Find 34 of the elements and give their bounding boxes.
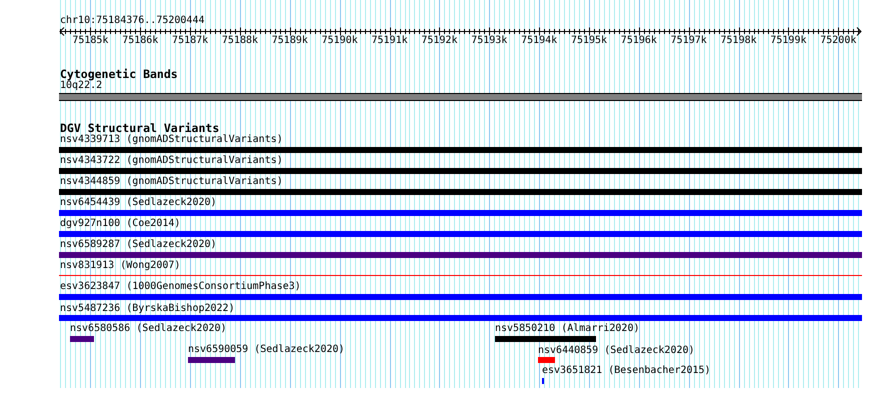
region-title: chr10:75184376..75200444 xyxy=(60,15,204,27)
cytoband-label: 10q22.2 xyxy=(60,80,102,92)
tick-label: 75199k xyxy=(770,35,806,47)
tick-label: 75198k xyxy=(720,35,757,47)
track-title: Cytogenetic Bands xyxy=(60,67,178,81)
tick-label: 75195k xyxy=(570,35,608,47)
variant-label: nsv6440859 (Sedlazeck2020) xyxy=(538,345,695,357)
tick-label: 75191k xyxy=(371,35,408,47)
tick-label: 75185k xyxy=(72,35,108,47)
variant-label: nsv6590059 (Sedlazeck2020) xyxy=(188,344,345,356)
variant-label: nsv4339713 (gnomADStructuralVariants) xyxy=(60,134,283,146)
variant-label: dgv927n100 (Coe2014) xyxy=(60,218,180,230)
tick-label: 75197k xyxy=(670,35,707,47)
variant-label: nsv6589287 (Sedlazeck2020) xyxy=(60,239,217,251)
tick-label: 75192k xyxy=(421,35,458,47)
variant-label: nsv5850210 (Almarri2020) xyxy=(495,323,640,335)
variant-label: nsv4343722 (gnomADStructuralVariants) xyxy=(60,155,283,167)
track-title: DGV Structural Variants xyxy=(60,121,220,135)
variant-label: esv3623847 (1000GenomesConsortiumPhase3) xyxy=(60,281,301,293)
tick-label: 75186k xyxy=(122,35,158,47)
tick-label: 75190k xyxy=(322,35,358,47)
tick-label: 75193k xyxy=(471,35,508,47)
variant-label: nsv831913 (Wong2007) xyxy=(60,260,180,272)
tick-label: 75194k xyxy=(521,35,558,47)
tick-label: 75188k xyxy=(222,35,258,47)
variant-label: esv3651821 (Besenbacher2015) xyxy=(542,365,711,377)
variant-label: nsv6454439 (Sedlazeck2020) xyxy=(60,197,217,209)
variant-label: nsv5487236 (ByrskaBishop2022) xyxy=(60,303,235,315)
variant-label: nsv4344859 (gnomADStructuralVariants) xyxy=(60,176,283,188)
tick-label: 75196k xyxy=(620,35,657,47)
tick-label: 75200k xyxy=(820,35,856,47)
variant-label: nsv6580586 (Sedlazeck2020) xyxy=(70,323,227,335)
tick-label: 75187k xyxy=(172,35,208,47)
tick-label: 75189k xyxy=(272,35,308,47)
